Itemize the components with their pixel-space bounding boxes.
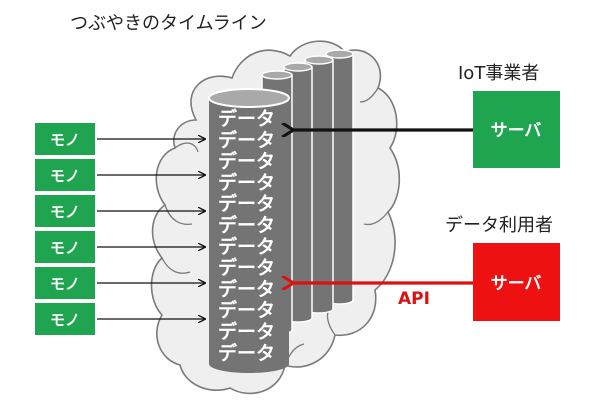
diagram-title: つぶやきのタイムライン [70,13,267,34]
timeline-entry: データ [218,277,275,300]
timeline-entry: データ [218,128,275,151]
thing-label: モノ [50,167,80,185]
thing-box[interactable] [35,195,95,227]
thing-item: モノ [35,231,205,263]
thing-item: モノ [35,195,205,227]
cloud-bump [363,211,389,226]
thing-label: モノ [50,275,80,293]
user-server-box[interactable] [473,243,560,321]
back-cylinder-top [261,70,293,80]
iot-server-label: サーバ [491,121,542,141]
timeline-entry: データ [218,256,275,279]
main-cylinder-body [209,98,289,373]
cloud-bump [174,142,199,153]
cloud-bump [326,311,336,336]
timeline-entry: データ [218,235,275,258]
thing-box[interactable] [35,303,95,335]
main-cylinder-top [208,88,290,108]
thing-item: モノ [35,303,205,335]
user-server-label: サーバ [491,274,542,294]
timeline-entry: データ [218,214,275,237]
thing-item: モノ [35,267,205,299]
thing-item: モノ [35,159,205,191]
thing-item: モノ [35,123,205,155]
back-cylinder-top [304,55,334,65]
cloud-bump [164,204,193,226]
timeline-entry: データ [218,150,275,173]
thing-box[interactable] [35,231,95,263]
thing-box[interactable] [35,267,95,299]
data-user-label: データ利用者 [445,215,553,236]
iot-provider-label: IoT事業者 [458,63,539,84]
thing-label: モノ [50,239,80,257]
timeline-entry: データ [218,299,275,322]
thing-box[interactable] [35,123,95,155]
thing-label: モノ [50,203,80,221]
iot-server-box[interactable] [473,91,560,168]
back-cylinder-top [283,62,313,72]
thing-label: モノ [50,131,80,149]
back-cylinder-top [325,49,354,59]
thing-label: モノ [50,311,80,329]
thing-box[interactable] [35,159,95,191]
timeline-entry: データ [218,171,275,194]
cloud-bump [359,87,379,103]
timeline-entry: データ [218,107,275,130]
cloud-bump [161,257,191,274]
timeline-entry: データ [218,320,275,343]
timeline-entry: データ [218,192,275,215]
timeline-entry: データ [218,341,275,364]
api-label: API [398,289,430,309]
